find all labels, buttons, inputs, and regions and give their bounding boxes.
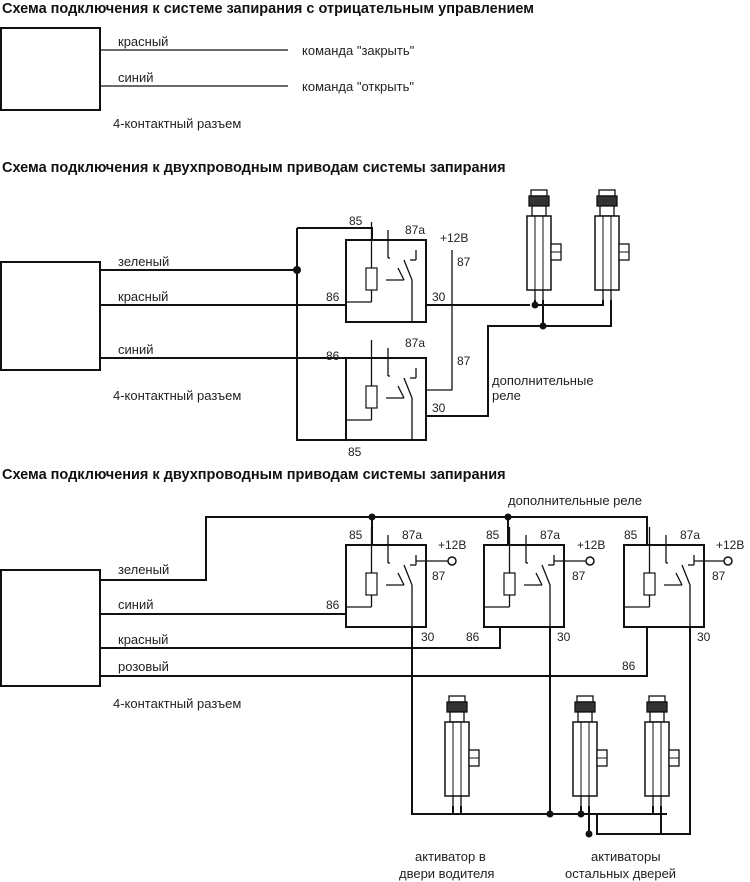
relay-3a [345, 544, 427, 628]
label-cmd-close: команда "закрыть" [302, 43, 415, 58]
label-driver-act-1: активатор в [415, 849, 486, 864]
label-red-3: красный [118, 632, 168, 647]
junction-green-2 [293, 266, 301, 274]
pin-87a-2a: 87a [405, 223, 425, 237]
relay-2a [345, 239, 427, 323]
pin-86-3a: 86 [326, 598, 340, 612]
pin-85-3b: 85 [486, 528, 500, 542]
label-extra-relays-2: дополнительные [492, 373, 594, 388]
pin-87a-3a: 87a [402, 528, 422, 542]
diagram-1: Схема подключения к системе запирания с … [0, 1, 534, 131]
diagram-2-title: Схема подключения к двухпроводным привод… [2, 160, 506, 176]
junction-act-2a [531, 301, 539, 309]
pin-86-2b: 86 [326, 349, 340, 363]
label-pink-3: розовый [118, 659, 169, 674]
label-green-2: зеленый [118, 254, 169, 269]
relay-3b [483, 544, 565, 628]
pin-85-2a: 85 [349, 214, 363, 228]
connector-box-1 [0, 27, 101, 111]
junction-other-b [585, 830, 593, 838]
junction-act-2b [539, 322, 547, 330]
pin-87-3a: 87 [432, 569, 446, 583]
connector-box-2 [0, 261, 101, 371]
junction-85-r1 [368, 513, 376, 521]
actuator-other-2 [644, 695, 680, 807]
pin-87-3b: 87 [572, 569, 586, 583]
wire-green-3 [100, 516, 648, 581]
diagram-3: Схема подключения к двухпроводным привод… [0, 467, 744, 881]
label-other-act-2: остальных дверей [565, 866, 676, 881]
relay-3c [623, 544, 705, 628]
pin-30-3b: 30 [557, 630, 571, 644]
pin-87a-3b: 87a [540, 528, 560, 542]
wire-30-r1 [411, 627, 459, 815]
label-driver-act-2: двери водителя [399, 866, 494, 881]
pin-85-3a: 85 [349, 528, 363, 542]
label-blue-1: синий [118, 70, 153, 85]
label-red-2: красный [118, 289, 168, 304]
connector-box-3 [0, 569, 101, 687]
pin-30-2b: 30 [432, 401, 446, 415]
wire-pink-3 [100, 626, 648, 677]
label-other-act-1: активаторы [591, 849, 661, 864]
junction-85-r2 [504, 513, 512, 521]
pin-30-3a: 30 [421, 630, 435, 644]
pin-30-2a: 30 [432, 290, 446, 304]
pin-87a-3c: 87a [680, 528, 700, 542]
terminal-12v-3b [585, 556, 595, 566]
label-extra-relays-3: дополнительные реле [508, 493, 642, 508]
terminal-12v-3a [447, 556, 457, 566]
pin-87a-2b: 87a [405, 336, 425, 350]
wire-red-3 [100, 626, 501, 649]
label-connector-3: 4-контактный разъем [113, 696, 241, 711]
diagram-1-title: Схема подключения к системе запирания с … [2, 1, 534, 17]
pin-12v-3a: +12В [438, 538, 466, 552]
wire-30-r2 [459, 627, 551, 815]
junction-30-r2 [546, 810, 554, 818]
actuator-driver [444, 695, 480, 807]
junction-other-a [577, 810, 585, 818]
label-blue-3: синий [118, 597, 153, 612]
label-connector-1: 4-контактный разъем [113, 116, 241, 131]
wire-act-a-2 [534, 300, 604, 306]
relay-2b [345, 357, 427, 441]
wire-12v-2 [426, 250, 453, 391]
pin-86-2a: 86 [326, 290, 340, 304]
diagram-3-title: Схема подключения к двухпроводным привод… [2, 467, 506, 483]
diagram-2: Схема подключения к двухпроводным привод… [0, 160, 630, 459]
terminal-12v-3c [723, 556, 733, 566]
pin-85-3c: 85 [624, 528, 638, 542]
pin-12v-2a: +12В [440, 231, 468, 245]
label-extra-relays-2b: реле [492, 388, 521, 403]
pin-87-2b: 87 [457, 354, 471, 368]
label-blue-2: синий [118, 342, 153, 357]
wire-act-b-2 [542, 300, 612, 327]
label-red-1: красный [118, 34, 168, 49]
actuator-other-1 [572, 695, 608, 807]
label-cmd-open: команда "открыть" [302, 79, 414, 94]
pin-30-3c: 30 [697, 630, 711, 644]
wire-30-r3 [596, 627, 691, 835]
actuator-2b [594, 189, 630, 301]
pin-87-3c: 87 [712, 569, 726, 583]
pin-86-3c: 86 [622, 659, 636, 673]
actuator-2a [526, 189, 562, 301]
label-green-3: зеленый [118, 562, 169, 577]
pin-12v-3b: +12В [577, 538, 605, 552]
pin-86-3b: 86 [466, 630, 480, 644]
pin-85-2b: 85 [348, 445, 362, 459]
label-connector-2: 4-контактный разъем [113, 388, 241, 403]
pin-87-2a: 87 [457, 255, 471, 269]
pin-12v-3c: +12В [716, 538, 744, 552]
wire-85-top-2 [297, 227, 373, 240]
